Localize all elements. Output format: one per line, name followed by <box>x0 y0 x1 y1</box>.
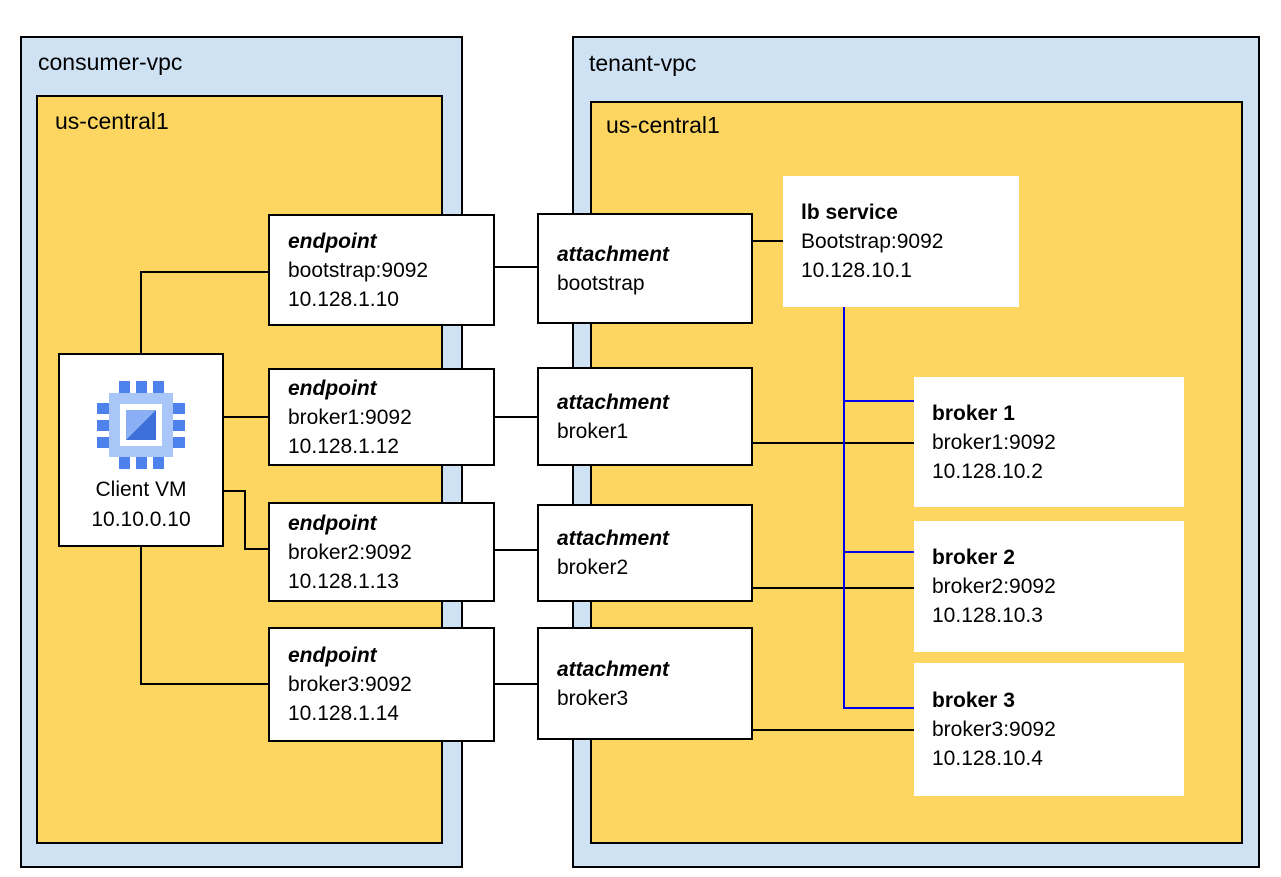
attachment-name-label: broker3 <box>557 686 629 710</box>
broker-title: broker 1 <box>932 401 1015 425</box>
attachment-title: attachment <box>557 657 670 681</box>
broker-service: broker3:9092 <box>932 718 1056 741</box>
compute-chip-icon <box>97 381 185 469</box>
lb-service-service: Bootstrap:9092 <box>801 230 944 253</box>
broker3-node: broker 3 broker3:9092 10.128.10.4 <box>914 663 1184 796</box>
broker1-node: broker 1 broker1:9092 10.128.10.2 <box>914 377 1184 507</box>
tenant-vpc-label: tenant-vpc <box>589 50 697 76</box>
attachment-broker3-node: attachment broker3 <box>537 627 753 740</box>
link-endpoint-attachment-1 <box>495 266 537 268</box>
tenant-region-label: us-central1 <box>606 112 720 138</box>
link-client-endpoint-broker1 <box>224 416 268 418</box>
endpoint-ip: 10.128.1.12 <box>288 434 399 458</box>
lb-service-ip: 10.128.10.1 <box>801 259 912 282</box>
broker2-node: broker 2 broker2:9092 10.128.10.3 <box>914 521 1184 652</box>
attachment-title: attachment <box>557 390 670 414</box>
broker-ip: 10.128.10.3 <box>932 604 1043 627</box>
broker-title: broker 3 <box>932 689 1015 712</box>
lb-service-title: lb service <box>801 201 898 224</box>
endpoint-broker2-node: endpoint broker2:9092 10.128.1.13 <box>268 502 495 602</box>
attachment-name-label: broker1 <box>557 419 629 443</box>
attachment-name-label: broker2 <box>557 556 629 579</box>
client-vm-node: Client VM 10.10.0.10 <box>58 353 224 547</box>
link-attachment-broker1 <box>753 442 914 444</box>
link-lb-broker3 <box>843 707 914 709</box>
endpoint-broker3-node: endpoint broker3:9092 10.128.1.14 <box>268 627 495 742</box>
endpoint-ip: 10.128.1.13 <box>288 569 399 593</box>
endpoint-service: broker1:9092 <box>288 405 412 429</box>
broker-title: broker 2 <box>932 546 1015 569</box>
endpoint-service: bootstrap:9092 <box>288 258 429 282</box>
attachment-bootstrap-node: attachment bootstrap <box>537 213 753 324</box>
broker-ip: 10.128.10.4 <box>932 747 1043 770</box>
link-client-endpoint-broker3-h <box>140 683 268 685</box>
attachment-name-label: bootstrap <box>557 271 645 295</box>
attachment-broker1-node: attachment broker1 <box>537 367 753 466</box>
client-vm-name: Client VM <box>95 478 187 501</box>
endpoint-service: broker3:9092 <box>288 673 412 696</box>
endpoint-title: endpoint <box>288 376 377 400</box>
link-lb-trunk <box>843 307 845 709</box>
endpoint-broker1-node: endpoint broker1:9092 10.128.1.12 <box>268 368 495 466</box>
endpoint-title: endpoint <box>288 644 377 667</box>
link-lb-broker2 <box>843 551 914 553</box>
link-client-endpoint-broker2-h2 <box>244 548 268 550</box>
attachment-title: attachment <box>557 242 670 266</box>
attachment-broker2-node: attachment broker2 <box>537 504 753 602</box>
endpoint-bootstrap-node: endpoint bootstrap:9092 10.128.1.10 <box>268 214 495 326</box>
link-client-endpoint-bootstrap-v <box>140 272 142 354</box>
link-client-endpoint-broker2-h1 <box>224 490 246 492</box>
link-client-endpoint-broker3-v <box>140 547 142 685</box>
link-endpoint-attachment-4 <box>495 683 537 685</box>
consumer-region-label: us-central1 <box>55 108 169 134</box>
link-attachment-broker2 <box>753 587 914 589</box>
endpoint-ip: 10.128.1.10 <box>288 287 399 311</box>
broker-ip: 10.128.10.2 <box>932 459 1043 483</box>
broker-service: broker1:9092 <box>932 430 1056 454</box>
link-attachment-broker3 <box>753 729 914 731</box>
endpoint-title: endpoint <box>288 511 377 535</box>
link-lb-broker1 <box>843 400 914 402</box>
consumer-vpc-label: consumer-vpc <box>38 49 183 75</box>
link-endpoint-attachment-3 <box>495 549 537 551</box>
attachment-title: attachment <box>557 527 670 550</box>
link-client-endpoint-bootstrap-h <box>140 271 268 273</box>
link-endpoint-attachment-2 <box>495 416 537 418</box>
lb-service-node: lb service Bootstrap:9092 10.128.10.1 <box>783 176 1019 307</box>
client-vm-ip: 10.10.0.10 <box>91 508 191 531</box>
link-attachment-lb <box>753 240 783 242</box>
endpoint-title: endpoint <box>288 229 377 253</box>
broker-service: broker2:9092 <box>932 575 1056 598</box>
endpoint-ip: 10.128.1.14 <box>288 702 399 725</box>
link-client-endpoint-broker2-v <box>244 490 246 550</box>
endpoint-service: broker2:9092 <box>288 540 412 564</box>
